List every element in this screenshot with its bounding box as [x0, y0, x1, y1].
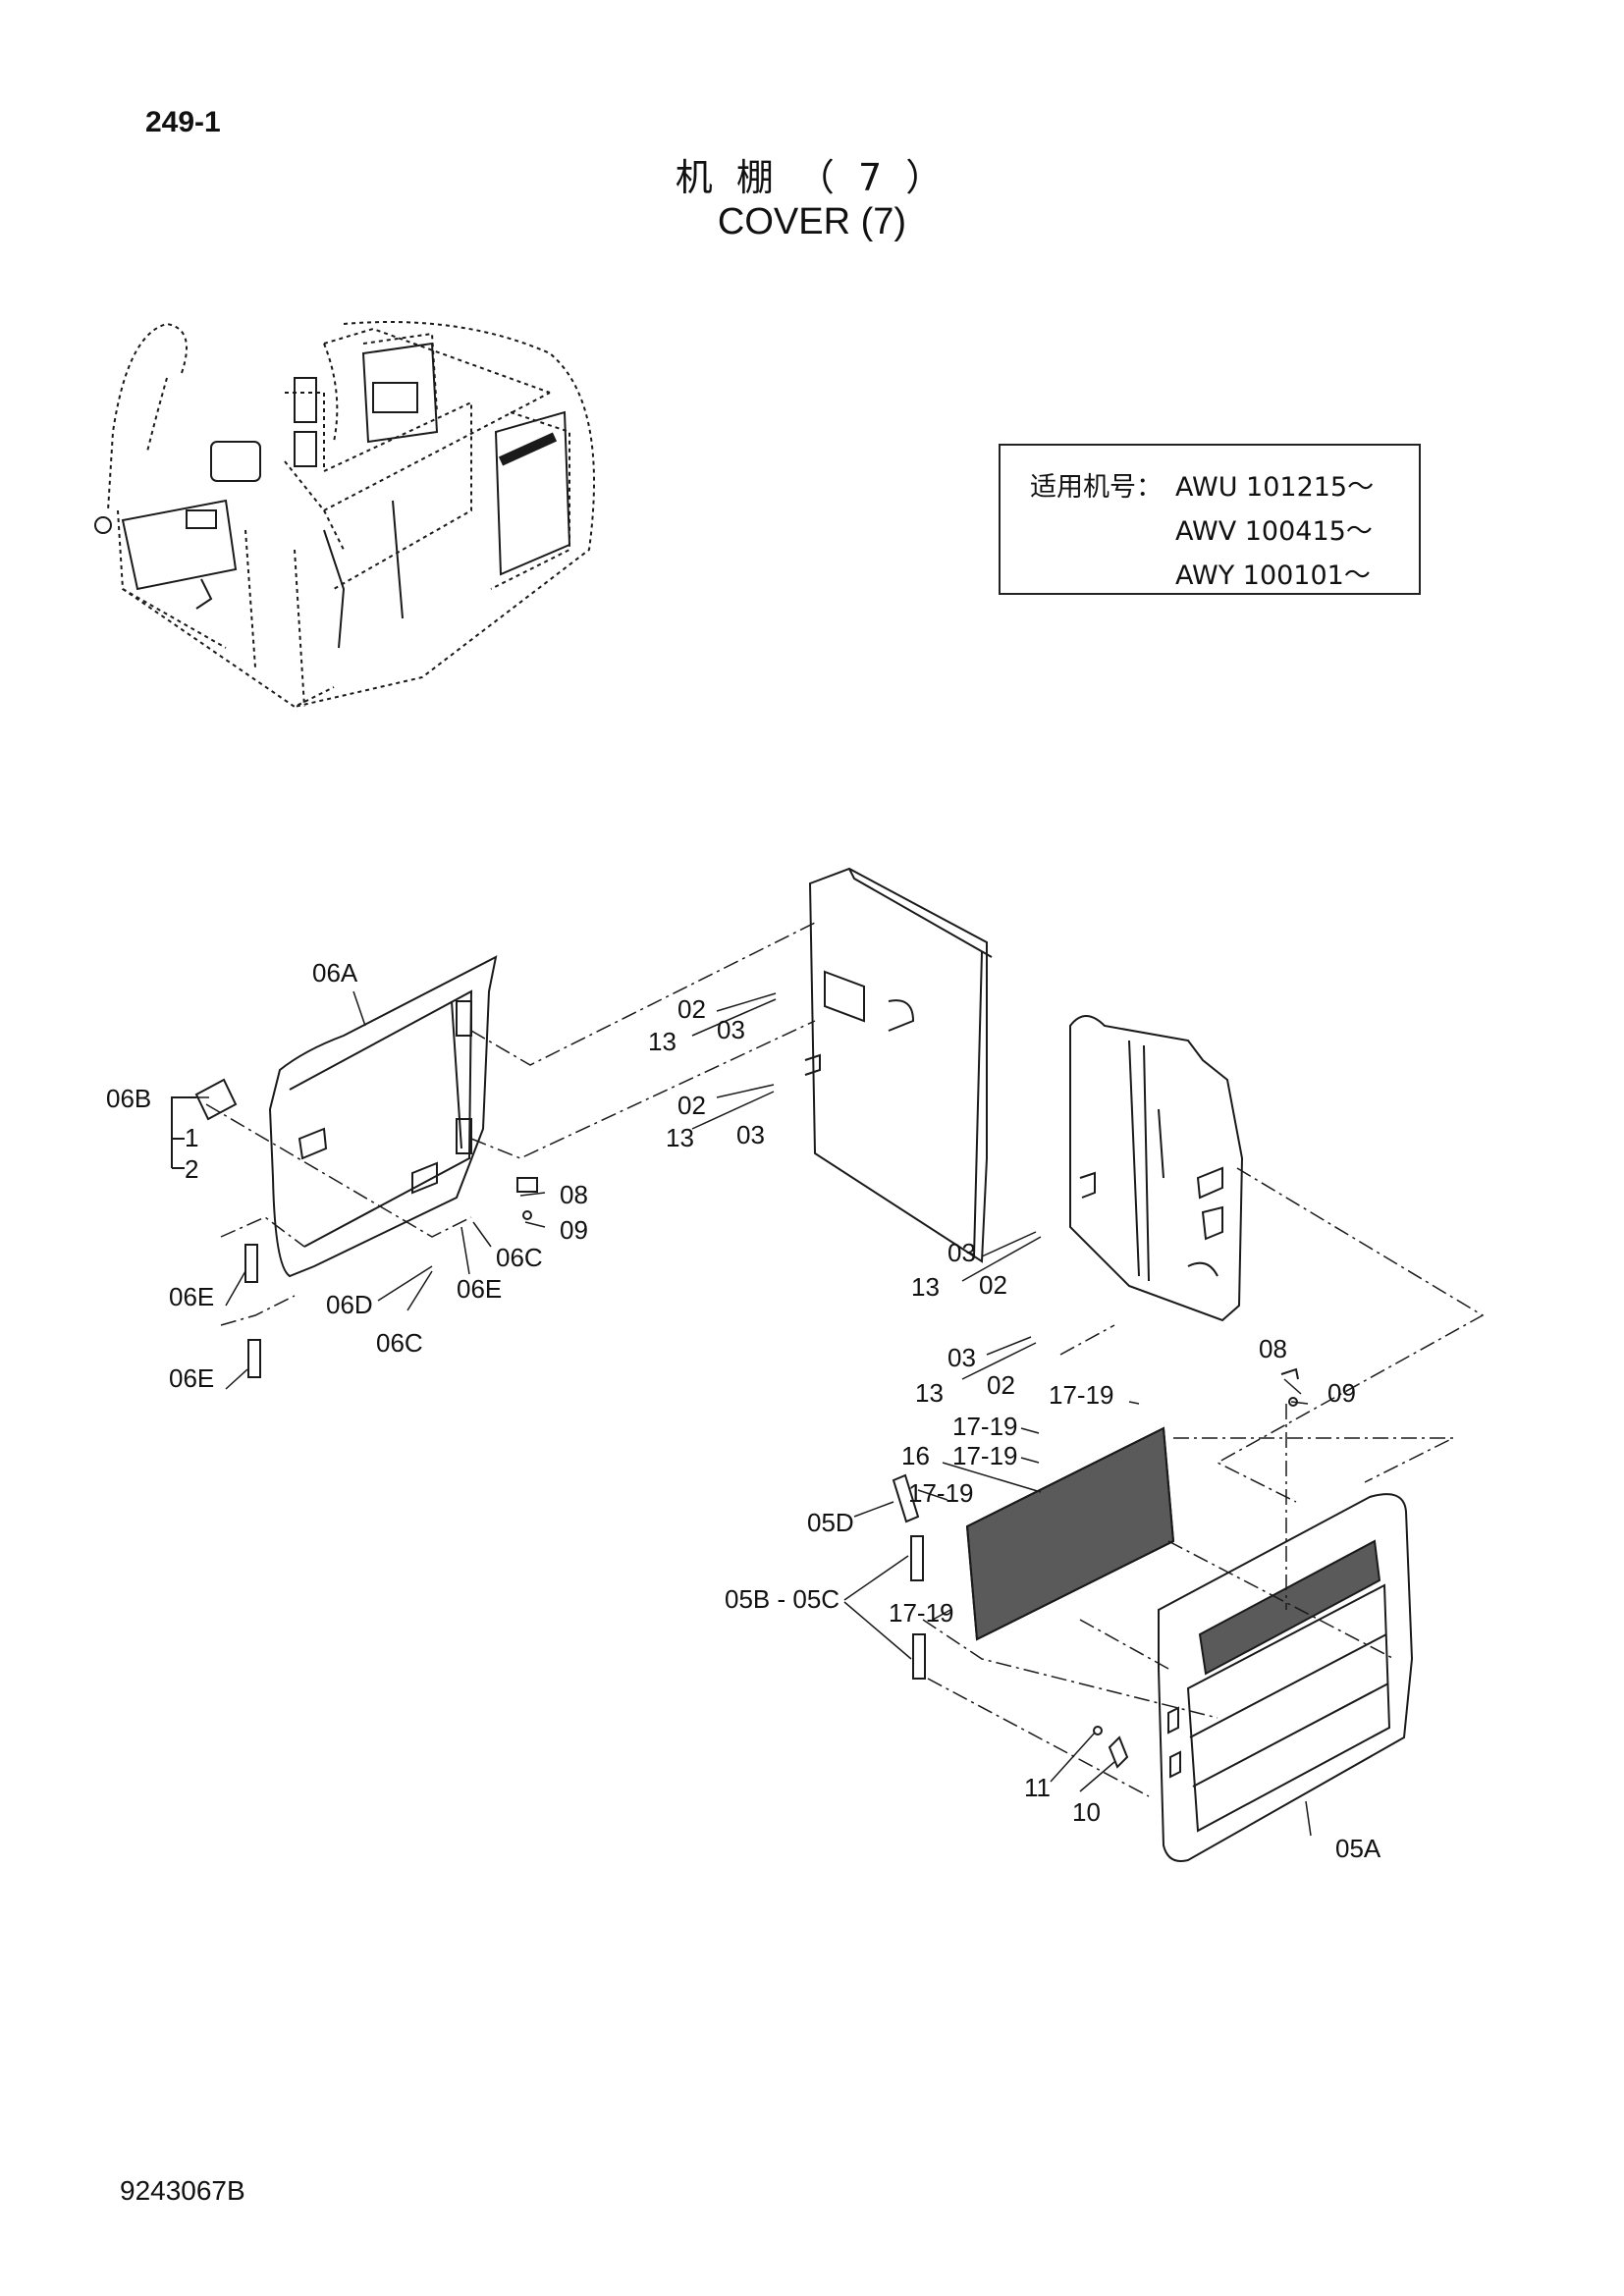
- part-06B: [171, 1078, 238, 1169]
- callout-13-b: 13: [666, 1123, 694, 1152]
- assembly-lines: [205, 922, 1485, 1797]
- strip-05D: [892, 1473, 920, 1523]
- callout-06E-b: 06E: [457, 1274, 502, 1304]
- serial-prefix: 适用机号：: [1030, 472, 1163, 503]
- title-english: COVER (7): [717, 201, 907, 242]
- callout-13-a: 13: [648, 1027, 677, 1056]
- callout-2: 2: [185, 1154, 198, 1184]
- leader-lines: [196, 990, 1312, 1837]
- strip-06E-lower: [247, 1339, 261, 1378]
- callout-03-d: 03: [947, 1343, 976, 1372]
- callout-03-a: 03: [717, 1015, 745, 1044]
- machine-overview-solid: [94, 342, 571, 649]
- callout-06C-b: 06C: [376, 1328, 423, 1358]
- callout-17-19-c: 17-19: [952, 1441, 1018, 1470]
- callout-labels: 06A 06B 1 2 02 13 03 02 13 03 08 09 06C …: [106, 958, 1381, 1863]
- callout-17-19-a: 17-19: [1049, 1380, 1114, 1410]
- callout-03-b: 03: [736, 1120, 765, 1149]
- callout-05D: 05D: [807, 1508, 854, 1537]
- callout-02-b: 02: [677, 1091, 706, 1120]
- callout-02-c: 02: [979, 1270, 1007, 1300]
- document-number: 9243067B: [120, 2175, 245, 2206]
- serial-line-2: AWV 100415～: [1175, 516, 1373, 547]
- callout-05B-05C: 05B - 05C: [725, 1584, 839, 1614]
- hardware-08-09-right: [1280, 1367, 1299, 1407]
- serial-line-3: AWY 100101～: [1175, 561, 1371, 591]
- callout-08-b: 08: [1259, 1334, 1287, 1363]
- callout-09-a: 09: [560, 1215, 588, 1245]
- page-number: 249-1: [145, 106, 221, 138]
- strip-06E-upper: [244, 1244, 258, 1283]
- serial-line-1: AWU 101215～: [1175, 472, 1375, 503]
- callout-11: 11: [1024, 1773, 1051, 1802]
- callout-02-a: 02: [677, 994, 706, 1024]
- rear-panel-upper: [804, 867, 993, 1263]
- callout-06D: 06D: [326, 1290, 373, 1319]
- callout-10: 10: [1072, 1797, 1101, 1827]
- right-side-panel: [1069, 1015, 1244, 1322]
- machine-overview-illustration: [107, 321, 595, 709]
- callout-06A: 06A: [312, 958, 358, 988]
- filter-part-16: [965, 1426, 1175, 1641]
- latch-10-11: [1093, 1726, 1129, 1769]
- applicable-serial-box: 适用机号： AWU 101215～ AWV 100415～ AWY 100101…: [999, 444, 1421, 595]
- callout-13-c: 13: [911, 1272, 940, 1302]
- callout-06E-a: 06E: [169, 1282, 214, 1311]
- callout-17-19-b: 17-19: [952, 1412, 1018, 1441]
- callout-02-d: 02: [987, 1370, 1015, 1400]
- callout-06E-c: 06E: [169, 1363, 214, 1393]
- callout-06B: 06B: [106, 1084, 151, 1113]
- callout-06C-a: 06C: [496, 1243, 543, 1272]
- hardware-08-09-left: [516, 1177, 538, 1220]
- callout-16: 16: [901, 1441, 930, 1470]
- strip-05B-upper: [910, 1535, 924, 1581]
- callout-08-a: 08: [560, 1180, 588, 1209]
- callout-1: 1: [185, 1123, 198, 1152]
- callout-09-b: 09: [1327, 1378, 1356, 1408]
- title-chinese: 机 棚 （ 7 ）: [675, 156, 949, 199]
- callout-17-19-e: 17-19: [889, 1598, 954, 1628]
- front-grille-door-05A: [1158, 1493, 1414, 1862]
- strip-05B-lower: [912, 1633, 926, 1680]
- callout-03-c: 03: [947, 1238, 976, 1267]
- callout-13-d: 13: [915, 1378, 944, 1408]
- callout-05A: 05A: [1335, 1834, 1381, 1863]
- callout-17-19-d: 17-19: [908, 1478, 974, 1508]
